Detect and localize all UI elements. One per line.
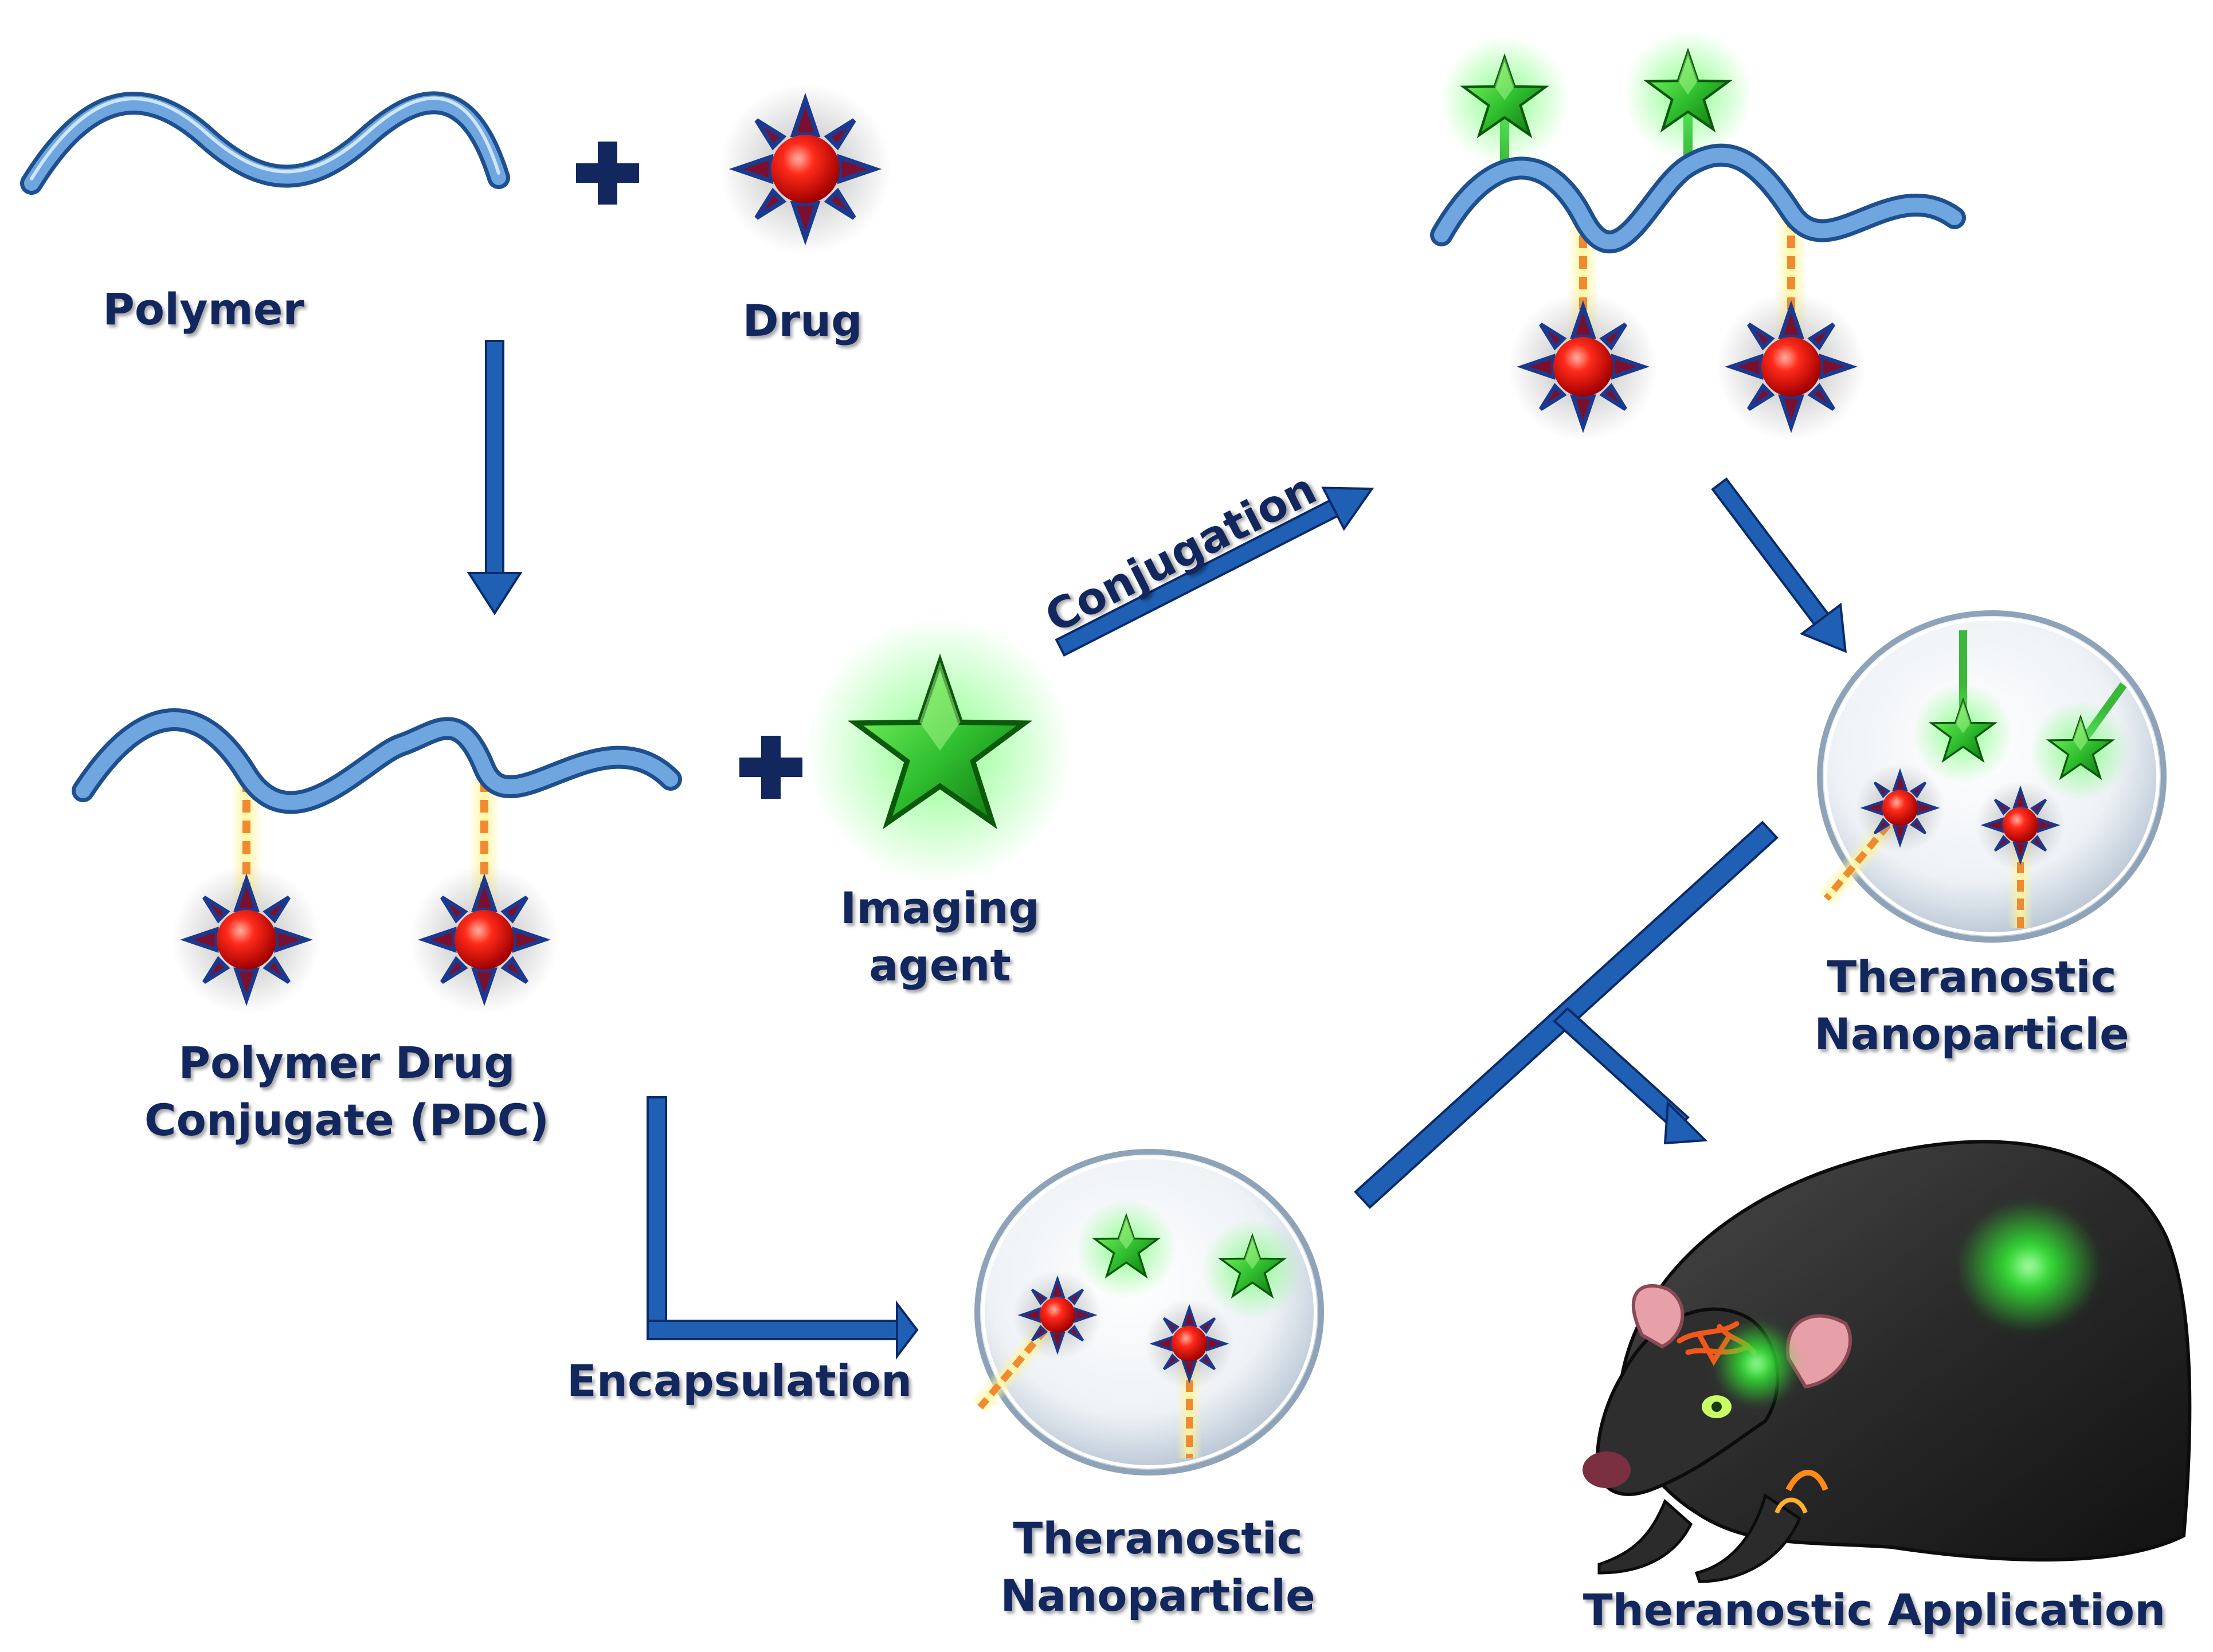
plus-icon — [739, 736, 802, 799]
imaging-agent-star-icon — [807, 618, 1074, 884]
nanoparticle-conjugated-label-line1: Theranostic — [1827, 951, 2117, 1002]
arrow-to-application — [1354, 821, 1779, 1209]
nanoparticle-conjugated-label-line2: Nanoparticle — [1814, 1009, 2129, 1060]
pdc-icon — [72, 708, 682, 1014]
arrow-conjugation — [1055, 486, 1374, 657]
imaging-agent-label-line2: agent — [869, 940, 1011, 991]
theranostic-application-label: Theranostic Application — [1583, 1584, 2166, 1635]
drug-label: Drug — [742, 295, 863, 346]
encapsulation-label: Encapsulation — [566, 1355, 912, 1406]
nanoparticle-encapsulated-icon — [970, 1149, 1324, 1476]
arrow-encapsulation — [647, 1096, 919, 1360]
drug-icon — [720, 84, 891, 255]
mouse-illustration — [1583, 1140, 2192, 1583]
pdc-label-line2: Conjugate (PDC) — [144, 1094, 550, 1145]
imaging-agent-label-line1: Imaging — [840, 882, 1040, 933]
nanoparticle-encapsulated-label-line1: Theranostic — [1013, 1513, 1303, 1564]
arrow-polymer-to-pdc — [467, 340, 523, 615]
plus-icon — [576, 142, 639, 205]
polymer-chain-icon — [20, 91, 510, 195]
nanoparticle-conjugated-icon — [1816, 610, 2167, 943]
arrow-to-conjugated-nanoparticle — [1711, 477, 1847, 653]
nanoparticle-encapsulated-label-line2: Nanoparticle — [1000, 1570, 1315, 1621]
polymer-label: Polymer — [103, 284, 304, 335]
conjugate-polymer-icon — [1430, 30, 1966, 442]
pdc-label-line1: Polymer Drug — [178, 1037, 515, 1088]
